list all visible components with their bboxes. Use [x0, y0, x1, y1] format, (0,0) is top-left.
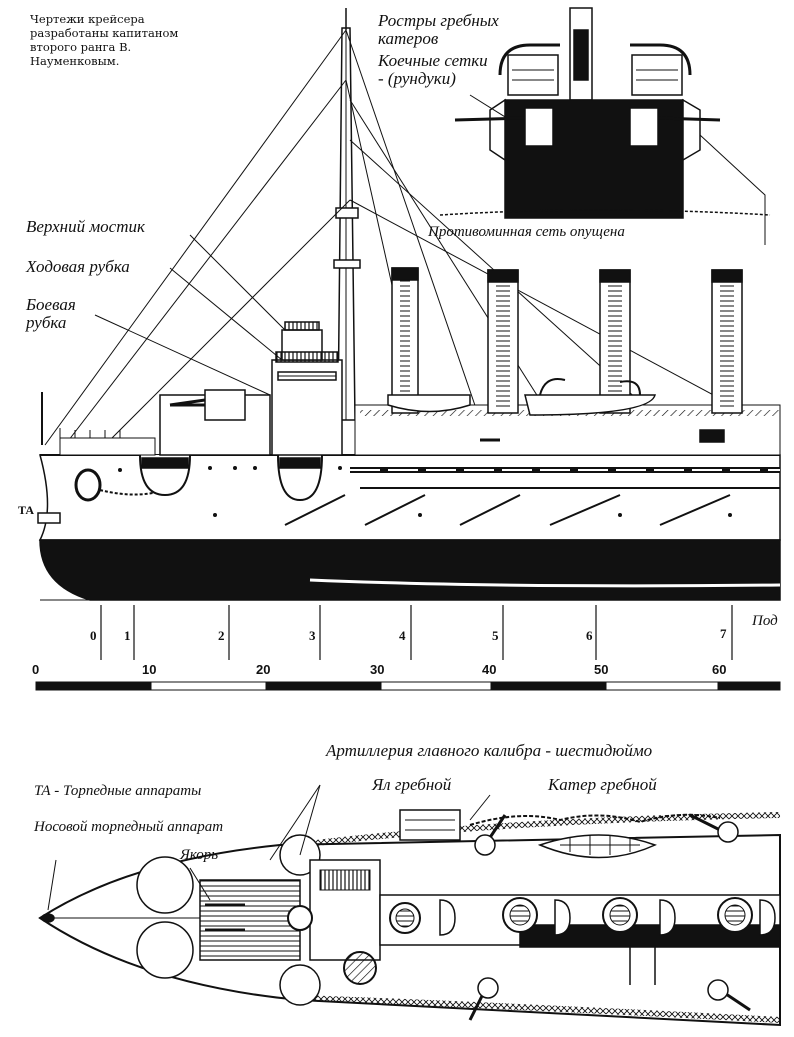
label-artilleriya: Артиллерия главного калибра - шестидюймо — [326, 741, 653, 760]
label-protivominnaya: Противоминная сеть опущена — [428, 224, 625, 240]
label-ta-legend: ТА - Торпедные аппараты — [34, 783, 202, 799]
frame-number: 1 — [124, 628, 131, 643]
label-ta-bow: ТА — [18, 503, 35, 517]
frame-number: 5 — [492, 628, 499, 643]
funnels — [391, 267, 743, 414]
label-boevaya-rubka: Боевая рубка — [26, 295, 76, 332]
frame-number: 3 — [309, 628, 316, 643]
frame-number: 4 — [399, 628, 406, 643]
drawing-caption: Чертежи крейсера разработаны капитаном в… — [30, 12, 179, 68]
label-khodovaya-rubka: Ходовая рубка — [26, 257, 130, 276]
frame-number: 2 — [218, 628, 225, 643]
frame-number: 0 — [90, 628, 97, 643]
label-koechnye: Коечные сетки - (рундуки) — [378, 51, 488, 88]
scale-number: 50 — [594, 662, 609, 677]
label-yakor: Якорь — [180, 847, 219, 863]
scale-bar — [35, 681, 781, 691]
side-elevation — [37, 8, 781, 601]
scale-number: 10 — [142, 662, 157, 677]
frame-ruler — [100, 605, 733, 660]
frame-number: 7 — [720, 626, 727, 641]
plan-view — [38, 784, 781, 1027]
scale-number: 40 — [482, 662, 497, 677]
label-verkhniy-mostik: Верхний мостик — [26, 217, 145, 236]
label-rostry: Ростры гребных катеров — [378, 11, 499, 48]
scale-number: 60 — [712, 662, 727, 677]
label-kater: Катер гребной — [548, 775, 657, 794]
label-pod: Под — [752, 613, 778, 629]
cross-section — [439, 7, 771, 245]
scale-number: 20 — [256, 662, 271, 677]
scale-number: 0 — [32, 662, 40, 677]
label-yal: Ял гребной — [372, 775, 452, 794]
frame-number: 6 — [586, 628, 593, 643]
label-nosovoy: Носовой торпедный аппарат — [34, 819, 224, 835]
scale-number: 30 — [370, 662, 385, 677]
